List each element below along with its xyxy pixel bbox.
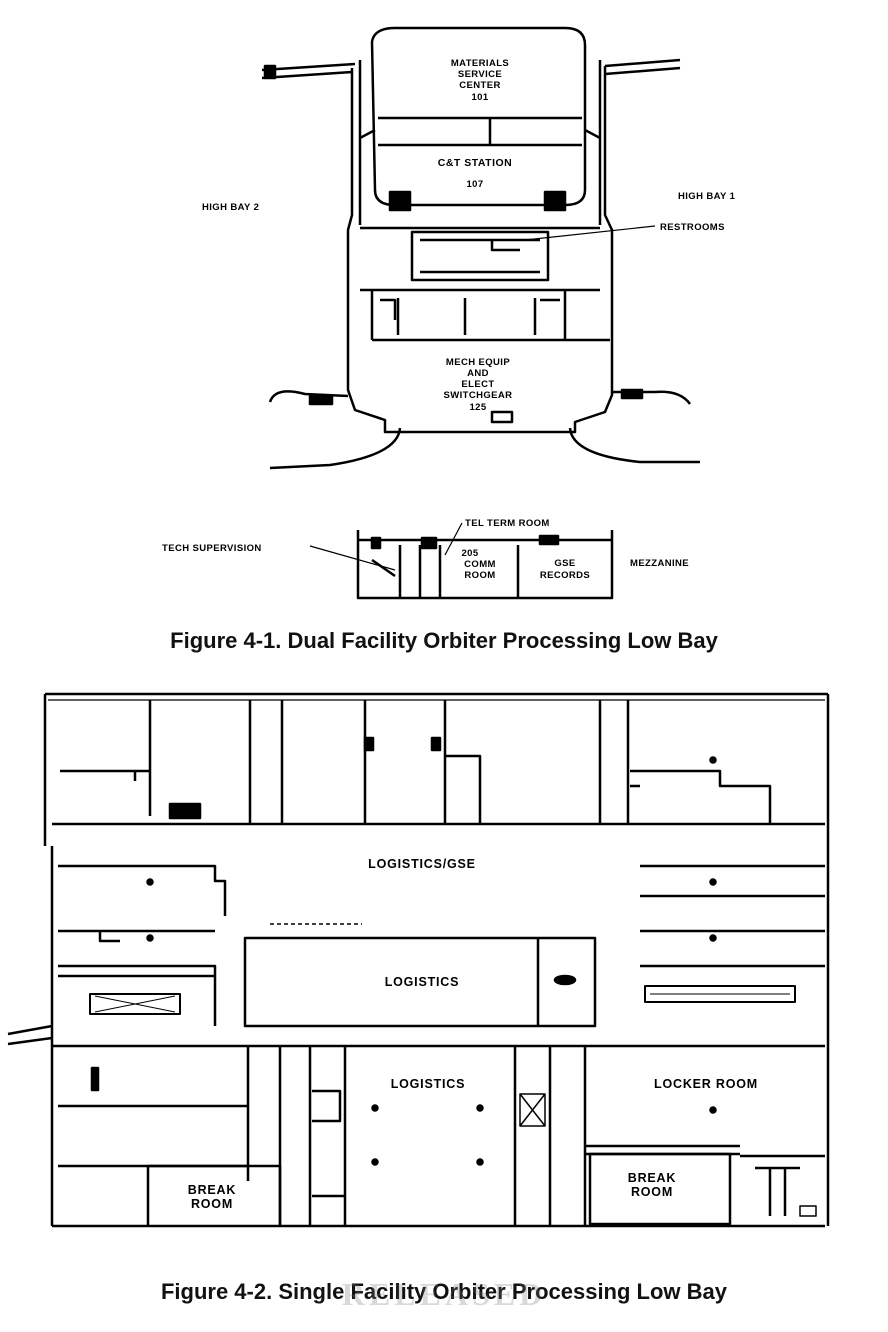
tech-supervision-label: TECH SUPERVISION [162, 543, 262, 554]
mezzanine-outline [356, 530, 614, 600]
break-room-right-label-2: ROOM [631, 1185, 673, 1199]
comm-room-label-2: ROOM [464, 570, 495, 581]
logistics-gse-label: LOGISTICS/GSE [368, 857, 476, 871]
materials-label-3: CENTER [459, 80, 500, 91]
bottom-right-curve [568, 427, 700, 464]
ct-station-label: C&T STATION [438, 157, 513, 169]
top-right-wall [604, 58, 681, 76]
figure-4-1-floor-plan: MATERIALS SERVICE CENTER 101 C&T STATION… [162, 26, 736, 600]
right-curve-wall [612, 390, 692, 405]
left-curve-wall [268, 390, 349, 403]
outer-left-wall [43, 694, 54, 1226]
mezzanine-label: MEZZANINE [630, 558, 689, 569]
comm-room-number: 205 [461, 548, 478, 559]
materials-label-1: MATERIALS [451, 58, 509, 69]
logistics-lower-label: LOGISTICS [391, 1077, 466, 1091]
building-outline [346, 66, 614, 434]
mech-room-number: 125 [469, 402, 486, 413]
ct-station-number: 107 [466, 179, 483, 190]
figure-4-2-caption: Figure 4-2. Single Facility Orbiter Proc… [160, 1279, 728, 1304]
top-left-wall [261, 62, 356, 80]
mech-label-4: SWITCHGEAR [444, 390, 513, 401]
logistics-center-room [243, 936, 597, 1028]
gse-records-label-2: RECORDS [540, 570, 590, 581]
high-bay-1-label: HIGH BAY 1 [678, 191, 736, 202]
tel-term-room-label: TEL TERM ROOM [465, 518, 550, 529]
mech-label-3: ELECT [461, 379, 494, 390]
gse-records-label-1: GSE [554, 558, 575, 569]
mech-label-1: MECH EQUIP [446, 357, 510, 368]
figure-4-1-caption: Figure 4-1. Dual Facility Orbiter Proces… [170, 628, 718, 653]
materials-service-center-room [370, 26, 587, 207]
break-room-right [588, 1152, 732, 1226]
break-room-left-label-1: BREAK [188, 1183, 236, 1197]
figure-4-2-floor-plan: LOGISTICS/GSE LOGISTICS LOGISTICS LOCKER… [7, 692, 830, 1228]
break-room-left-label-2: ROOM [191, 1197, 233, 1211]
locker-room-label: LOCKER ROOM [654, 1077, 758, 1091]
break-room-right-label-1: BREAK [628, 1171, 676, 1185]
bottom-left-curve [269, 427, 402, 470]
high-bay-2-label: HIGH BAY 2 [202, 202, 259, 213]
mech-label-2: AND [467, 368, 489, 379]
logistics-center-label: LOGISTICS [385, 975, 460, 989]
restrooms-core [410, 230, 550, 282]
comm-room-label-1: COMM [464, 559, 496, 570]
materials-room-number: 101 [471, 92, 488, 103]
restrooms-label: RESTROOMS [660, 222, 725, 233]
break-room-left [146, 1164, 282, 1226]
materials-label-2: SERVICE [458, 69, 502, 80]
